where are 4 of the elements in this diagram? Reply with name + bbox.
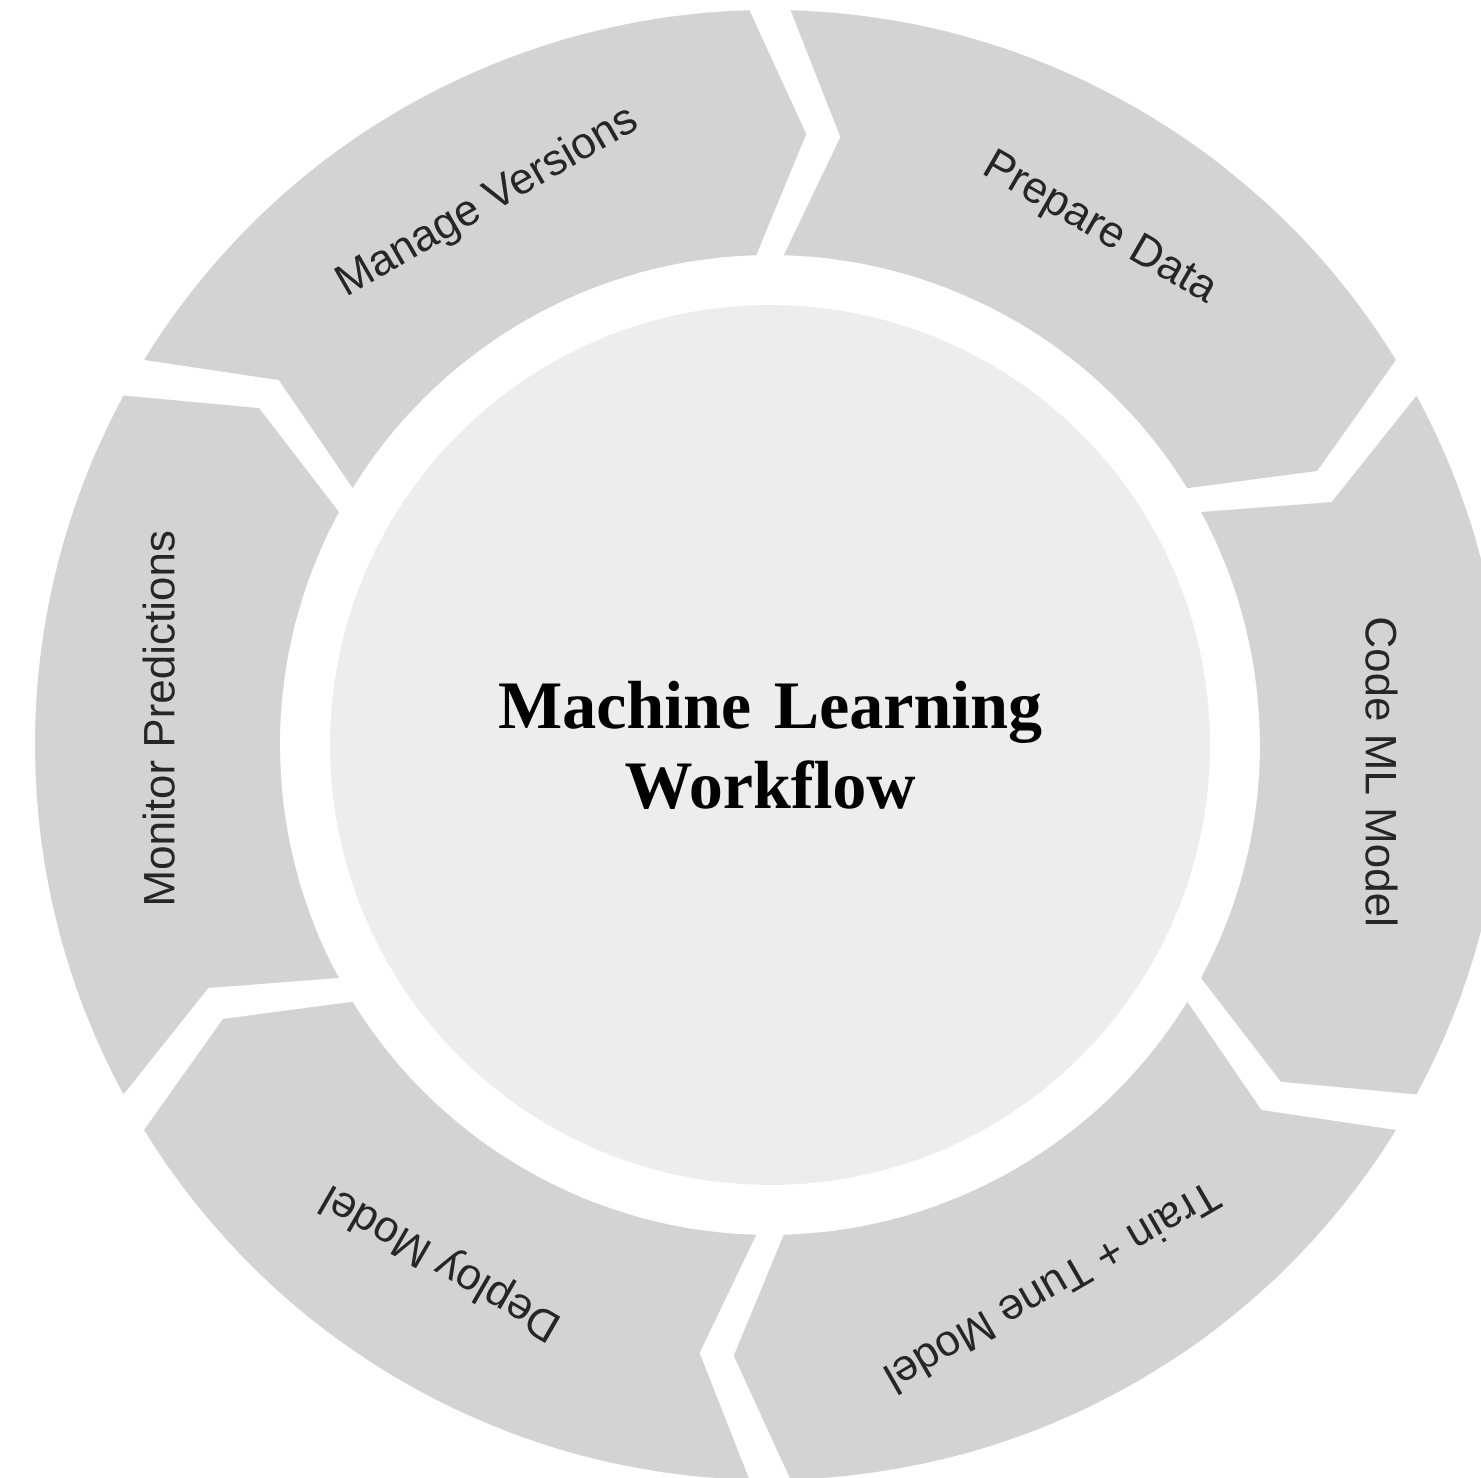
chevron-segment: Code ML Model	[1201, 395, 1481, 1095]
node-label: Monitor Predictions	[142, 531, 175, 903]
node-label: Code ML Model	[1365, 618, 1398, 924]
chevron-segment: Monitor Predictions	[35, 395, 339, 1095]
